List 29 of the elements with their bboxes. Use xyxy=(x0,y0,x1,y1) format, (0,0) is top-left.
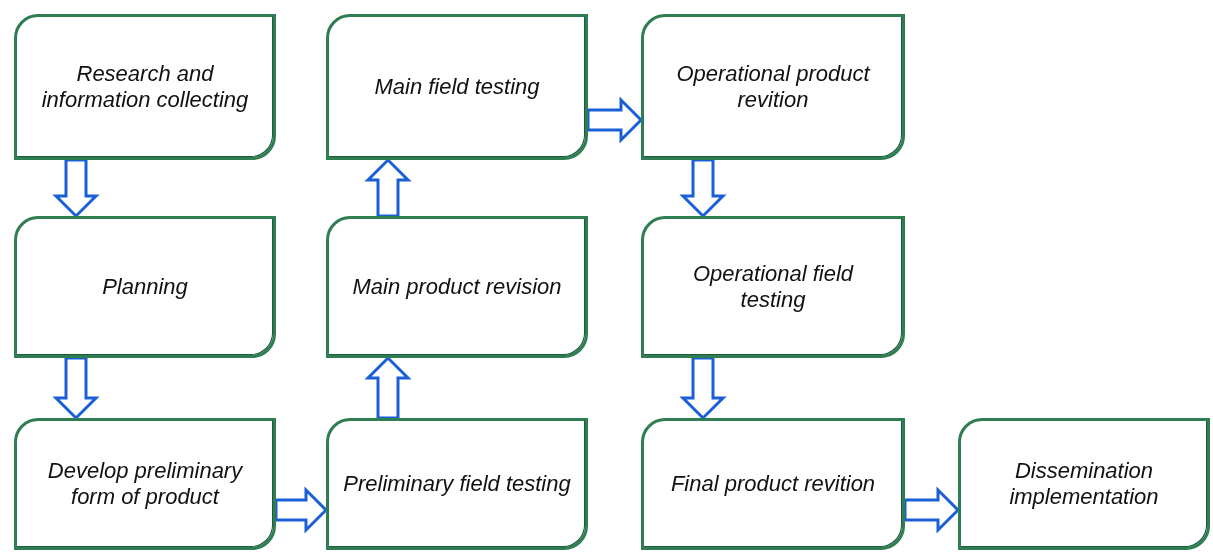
process-box xyxy=(958,418,1210,550)
block-arrow xyxy=(52,356,100,421)
step-label: Operational product revition xyxy=(675,60,872,114)
block-arrow xyxy=(903,486,961,534)
process-box xyxy=(326,14,588,160)
step-label: Main field testing xyxy=(374,73,540,101)
block-arrow xyxy=(364,355,412,420)
step-label: Operational field testing xyxy=(691,260,855,314)
process-box xyxy=(14,216,276,358)
process-box xyxy=(641,216,905,358)
step-label: Research and information collecting xyxy=(40,60,250,114)
block-arrow xyxy=(274,486,329,534)
process-box xyxy=(14,418,276,550)
process-box xyxy=(641,418,905,550)
block-arrow xyxy=(364,157,412,218)
block-arrow xyxy=(679,356,727,421)
step-label: Planning xyxy=(102,273,188,301)
process-box xyxy=(14,14,276,160)
step-label: Final product revition xyxy=(670,470,876,498)
process-box xyxy=(326,216,588,358)
block-arrow xyxy=(679,158,727,219)
step-label: Dissemination implementation xyxy=(1008,457,1160,511)
process-box xyxy=(326,418,588,550)
step-label: Main product revision xyxy=(352,273,562,301)
process-box xyxy=(641,14,905,160)
block-arrow xyxy=(52,158,100,219)
step-label: Develop preliminary form of product xyxy=(46,457,244,511)
step-label: Preliminary field testing xyxy=(343,470,571,498)
block-arrow xyxy=(586,96,644,144)
